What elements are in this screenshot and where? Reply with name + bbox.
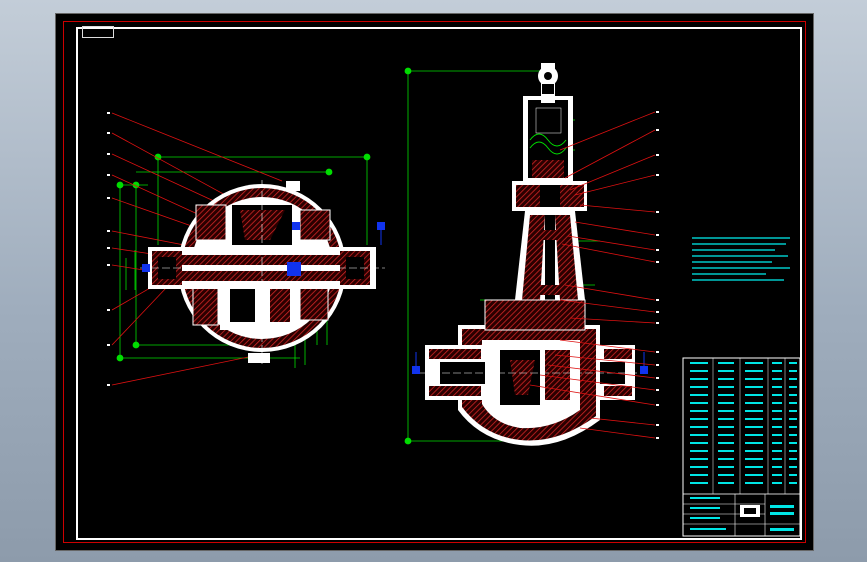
right-leader-lines [529, 111, 656, 439]
right-part-number-ticks [656, 111, 659, 439]
drawing-stamp [82, 26, 114, 38]
left-part-number-ticks [107, 112, 110, 386]
right-section-view [404, 63, 659, 446]
notes-text-lines [692, 237, 790, 281]
inner-white-frame [76, 27, 802, 540]
technical-notes [692, 237, 790, 281]
left-section-view [107, 112, 385, 386]
title-block [682, 357, 801, 537]
title-block-rows [690, 362, 797, 484]
outer-red-frame [63, 21, 806, 543]
left-marker-square [292, 222, 300, 230]
